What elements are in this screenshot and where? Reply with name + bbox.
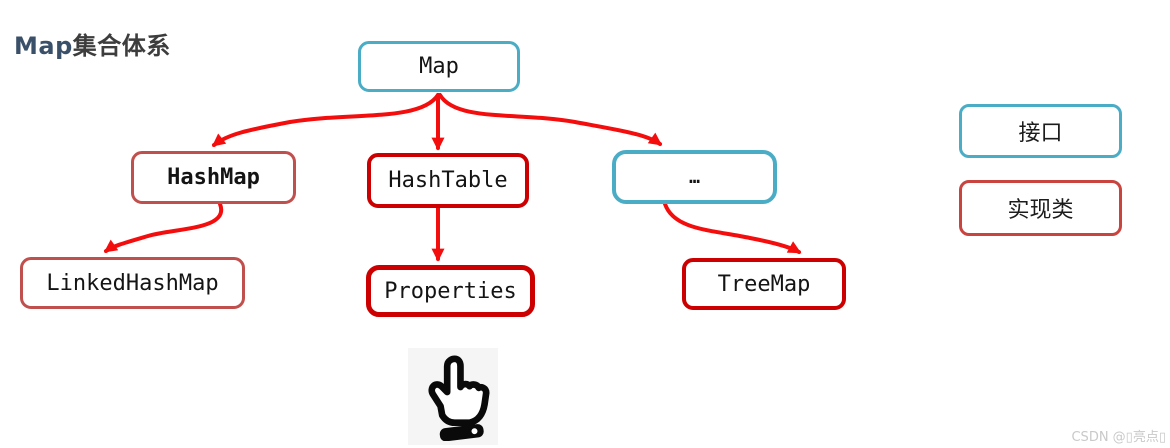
page-title: Map集合体系 (14, 26, 171, 61)
node-linkedhashmap-label: LinkedHashMap (46, 270, 219, 296)
node-hashmap: HashMap (131, 151, 296, 204)
title-map-text: Map (14, 32, 73, 60)
node-hashtable-label: HashTable (388, 168, 508, 193)
pointing-hand-icon-glyph (428, 354, 490, 441)
node-map-label: Map (419, 54, 459, 79)
node-others: … (612, 150, 777, 204)
legend-interface: 接口 (959, 104, 1122, 158)
legend-interface-label: 接口 (1018, 121, 1063, 146)
csdn-watermark: CSDN @▯亮点▯ (1071, 430, 1166, 445)
node-properties: Properties (366, 265, 535, 317)
pointing-hand-icon (408, 348, 498, 445)
legend-implementation: 实现类 (959, 180, 1122, 236)
node-hashmap-label: HashMap (167, 165, 260, 190)
edge-hashmap-linkedhashmap (103, 202, 224, 253)
node-hashtable: HashTable (367, 153, 529, 208)
node-treemap: TreeMap (682, 258, 846, 310)
edge-map-others (438, 93, 663, 146)
node-others-label: … (689, 166, 700, 188)
edge-map-hashmap (211, 93, 440, 147)
node-map: Map (358, 41, 520, 92)
legend-implementation-label: 实现类 (1007, 198, 1074, 223)
title-rest-text: 集合体系 (72, 32, 171, 60)
node-linkedhashmap: LinkedHashMap (20, 257, 245, 309)
node-treemap-label: TreeMap (717, 271, 811, 297)
node-properties-label: Properties (384, 278, 517, 304)
edge-others-treemap (663, 202, 802, 254)
